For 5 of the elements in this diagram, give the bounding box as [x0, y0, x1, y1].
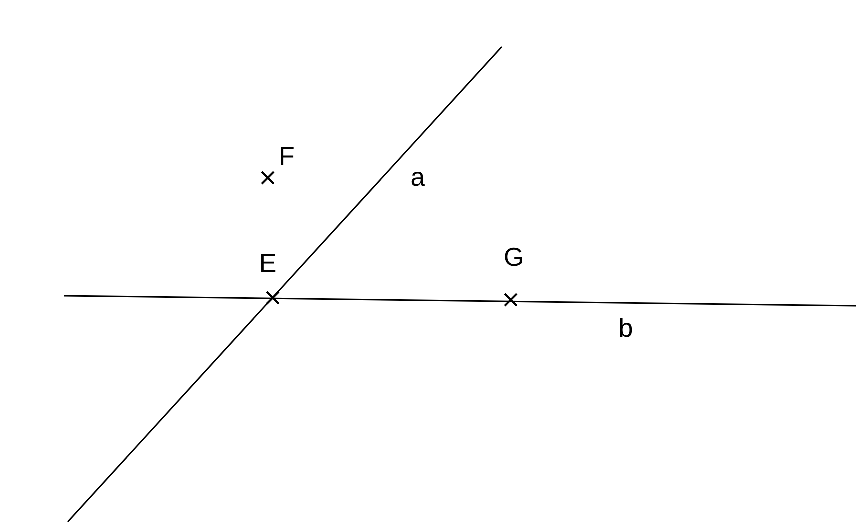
- point-label: E: [259, 250, 277, 276]
- point-label: b: [618, 315, 634, 341]
- point-label: F: [279, 143, 295, 169]
- point-label: a: [410, 164, 426, 190]
- point-label: G: [504, 244, 524, 270]
